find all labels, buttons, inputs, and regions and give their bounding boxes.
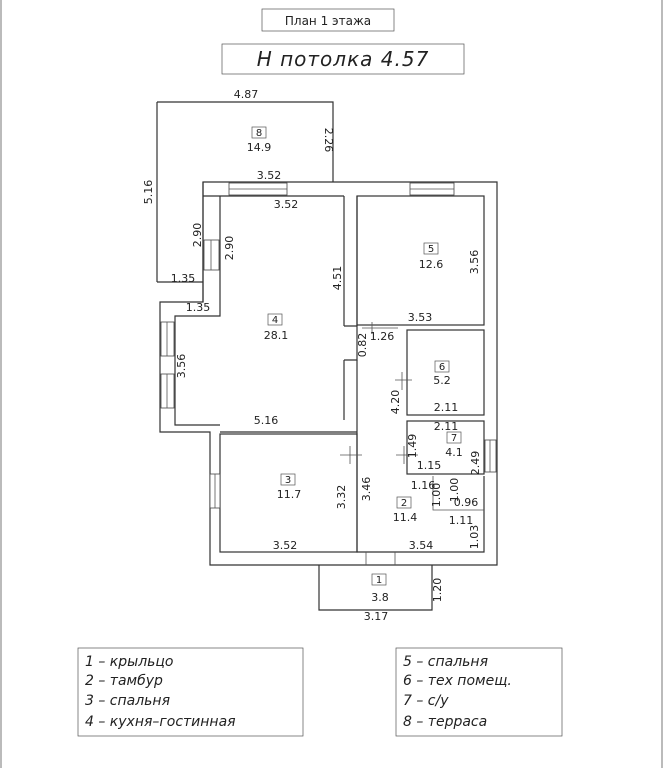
dim-wc-bottom: 1.15 bbox=[417, 459, 442, 472]
svg-text:3.8: 3.8 bbox=[371, 591, 389, 604]
svg-text:4: 4 bbox=[272, 315, 278, 326]
dim-step-b: 1.35 bbox=[186, 301, 211, 314]
legend-item-7: 7 – с/у bbox=[403, 693, 449, 709]
room-3-label: 3 11.7 bbox=[277, 473, 302, 501]
dim-kitchen-bottom: 5.16 bbox=[254, 414, 279, 427]
legend-right-box bbox=[395, 647, 563, 737]
dim-notch-a: 2.90 bbox=[191, 223, 204, 248]
legend-item-3: 3 – спальня bbox=[85, 693, 170, 709]
dim-wc-top: 2.11 bbox=[434, 420, 459, 433]
svg-text:11.7: 11.7 bbox=[277, 488, 302, 501]
dim-vest-f: 1.03 bbox=[468, 525, 481, 550]
tech-room-walls bbox=[406, 329, 485, 416]
dim-kitchen-top: 3.52 bbox=[274, 198, 299, 211]
dim-tech-left: 4.20 bbox=[389, 390, 402, 415]
window-kitchen-notch bbox=[203, 239, 220, 271]
dim-vest-bottom: 3.54 bbox=[409, 539, 434, 552]
room-6-label: 6 5.2 bbox=[433, 360, 451, 387]
plan-title-box bbox=[261, 8, 395, 32]
dim-vest-e: 1.11 bbox=[449, 514, 474, 527]
svg-text:11.4: 11.4 bbox=[393, 511, 418, 524]
room-7-label: 7 4.1 bbox=[445, 431, 463, 459]
dim-vest-c: 1.00 bbox=[448, 478, 461, 503]
ceiling-height: Н потолка 4.57 bbox=[257, 47, 430, 71]
svg-text:14.9: 14.9 bbox=[247, 141, 272, 154]
dim-wc-right: 2.49 bbox=[469, 451, 482, 476]
window-kitchen-left-a bbox=[160, 321, 175, 357]
dim-small-a: 0.82 bbox=[356, 333, 369, 358]
room-4-label: 4 28.1 bbox=[264, 313, 289, 342]
window-bed5-top bbox=[409, 182, 455, 196]
svg-text:8: 8 bbox=[256, 128, 262, 139]
legend-item-5: 5 – спальня bbox=[403, 654, 488, 670]
dim-terrace-top: 4.87 bbox=[234, 88, 259, 101]
legend-item-4: 4 – кухня–гостинная bbox=[85, 714, 236, 730]
legend-item-1: 1 – крыльцо bbox=[85, 654, 174, 670]
dim-bed3-bottom: 3.52 bbox=[273, 539, 298, 552]
ceiling-box bbox=[221, 43, 465, 75]
dim-bed5-bottom: 3.53 bbox=[408, 311, 433, 324]
room-1-label: 1 3.8 bbox=[371, 573, 389, 604]
house-outer-wall bbox=[159, 181, 498, 566]
dim-kitchen-right: 4.51 bbox=[331, 266, 344, 291]
small-niche bbox=[344, 325, 358, 361]
dim-porch-bottom: 3.17 bbox=[364, 610, 389, 623]
dim-vest-left: 3.46 bbox=[360, 477, 373, 502]
dim-notch-b: 2.90 bbox=[223, 236, 236, 261]
dim-small-b: 1.26 bbox=[370, 330, 395, 343]
window-wc-right bbox=[484, 439, 497, 473]
dim-porch-right: 1.20 bbox=[431, 578, 444, 603]
legend-item-8: 8 – терраса bbox=[403, 714, 487, 730]
kitchen-inner-wall bbox=[174, 196, 221, 426]
bedroom-5-walls bbox=[356, 195, 485, 326]
dim-tech-bottom: 2.11 bbox=[434, 401, 459, 414]
terrace-outline bbox=[157, 101, 334, 182]
svg-text:2: 2 bbox=[401, 498, 407, 509]
svg-text:4.1: 4.1 bbox=[445, 446, 463, 459]
wc-walls bbox=[406, 420, 485, 475]
dim-bed5-right: 3.56 bbox=[468, 250, 481, 275]
dim-bed3-right: 3.32 bbox=[335, 485, 348, 510]
plan-title: План 1 этажа bbox=[285, 14, 371, 28]
dim-vest-a: 1.16 bbox=[411, 479, 436, 492]
dim-vest-b: 1.00 bbox=[430, 483, 443, 508]
porch-outline bbox=[318, 565, 433, 611]
svg-text:5: 5 bbox=[428, 244, 434, 255]
svg-text:7: 7 bbox=[451, 433, 457, 444]
svg-text:12.6: 12.6 bbox=[419, 258, 444, 271]
svg-text:28.1: 28.1 bbox=[264, 329, 289, 342]
window-kitchen-left-b bbox=[160, 373, 175, 409]
dim-terrace-left: 5.16 bbox=[142, 180, 155, 205]
dim-terrace-bottom: 3.52 bbox=[257, 169, 282, 182]
svg-text:3: 3 bbox=[285, 475, 291, 486]
legend-item-6: 6 – тех помещ. bbox=[403, 673, 512, 689]
dim-vest-d: 0.96 bbox=[454, 496, 479, 509]
window-bed3-left bbox=[209, 473, 221, 509]
legend-item-2: 2 – тамбур bbox=[85, 673, 163, 689]
svg-text:5.2: 5.2 bbox=[433, 374, 451, 387]
room-8-label: 8 14.9 bbox=[247, 126, 272, 154]
svg-text:6: 6 bbox=[439, 362, 445, 373]
dim-terrace-right: 2.26 bbox=[322, 128, 335, 153]
svg-text:1: 1 bbox=[376, 575, 382, 586]
room-5-label: 5 12.6 bbox=[419, 242, 444, 271]
window-kitchen-top bbox=[228, 182, 288, 196]
dim-step-a: 1.35 bbox=[171, 272, 196, 285]
room-2-label: 2 11.4 bbox=[393, 496, 418, 524]
dim-wc-left: 1.49 bbox=[406, 434, 419, 459]
dim-kitchen-left: 3.56 bbox=[175, 354, 188, 379]
legend-left-box bbox=[77, 647, 304, 737]
vestibule-closet bbox=[432, 476, 484, 511]
